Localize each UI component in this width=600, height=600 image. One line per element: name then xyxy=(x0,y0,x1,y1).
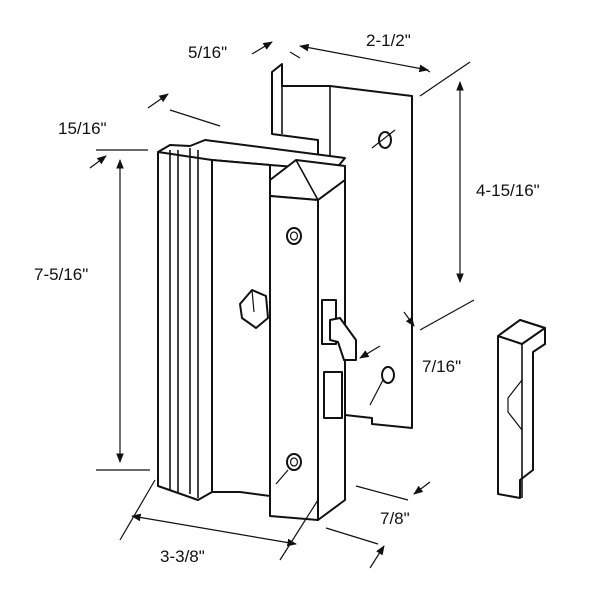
latch-slide xyxy=(323,371,343,419)
plate-screw-hole-lower xyxy=(381,366,395,384)
latch-plate xyxy=(269,159,357,521)
latch-hook xyxy=(329,317,357,361)
latch-screw-hole-lower xyxy=(286,453,302,471)
dim-flange-thickness: 5/16" xyxy=(188,43,227,62)
dim-handle-depth: 15/16" xyxy=(58,119,107,138)
keeper xyxy=(497,319,546,499)
dim-outer-width: 2-1/2" xyxy=(366,31,411,50)
dim-outer-height: 4-15/16" xyxy=(476,181,540,200)
handle-body xyxy=(157,139,346,501)
latch-screw-hole-upper xyxy=(286,227,302,245)
dimension-lines xyxy=(89,41,475,569)
dim-latch-width: 7/8" xyxy=(380,509,410,528)
dim-hook-thickness: 7/16" xyxy=(422,357,461,376)
dim-handle-width: 3-3/8" xyxy=(160,547,205,566)
dim-handle-height: 7-5/16" xyxy=(34,265,88,284)
